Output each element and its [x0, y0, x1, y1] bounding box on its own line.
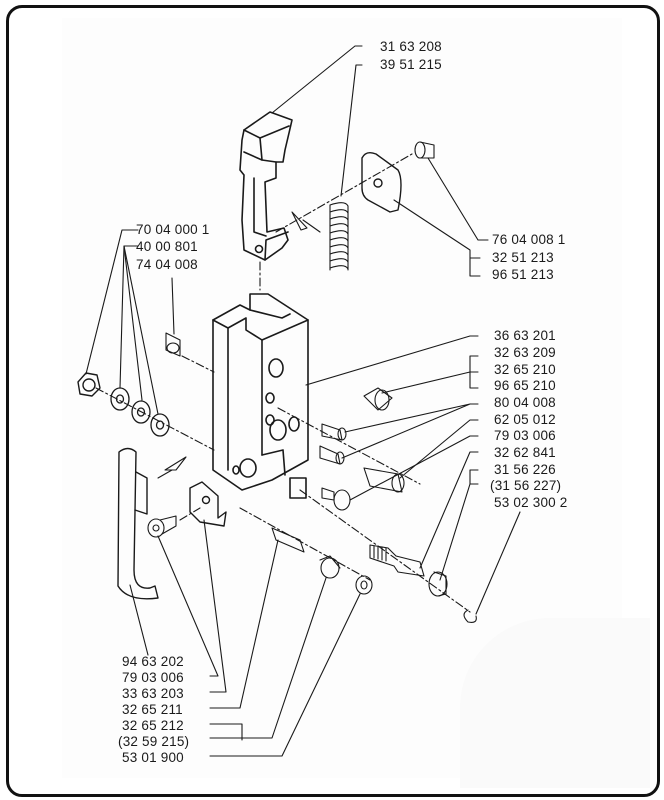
part-label: 32 65 211: [122, 702, 183, 717]
part-label: 79 03 006: [494, 428, 556, 443]
part-label: 33 63 203: [122, 686, 184, 701]
part-label: 76 04 008 1: [492, 232, 566, 247]
stepped-pin: [271, 527, 305, 553]
threaded-shaft: [369, 544, 425, 577]
leader-lines-upper-left: [85, 229, 175, 415]
part-label: 94 63 202: [122, 654, 184, 669]
clip: [463, 609, 477, 623]
axis-lines-left: [95, 355, 215, 451]
sheet-shadow: [460, 618, 650, 788]
spring-plate: [361, 151, 402, 213]
part-label: 53 01 900: [122, 750, 184, 765]
arrow-left: [157, 456, 187, 479]
retaining-ring: [355, 575, 373, 595]
part-label: 62 05 012: [494, 412, 556, 427]
l-rod: [117, 447, 159, 600]
part-label: 80 04 008: [494, 395, 556, 410]
nut: [77, 372, 101, 397]
bushing: [319, 555, 341, 579]
part-label: 32 63 209: [494, 345, 556, 360]
leader-lines-bottom: [129, 519, 361, 757]
part-label: 40 00 801: [136, 239, 198, 254]
part-label: 39 51 215: [380, 57, 442, 72]
washers: [110, 387, 170, 437]
top-screw: [414, 141, 435, 159]
part-label: 32 65 212: [122, 718, 184, 733]
part-label: 32 62 841: [494, 445, 556, 460]
socket-screw-left: [147, 515, 177, 538]
leader-lines-upper-right: [393, 157, 489, 277]
main-block: [212, 293, 309, 499]
part-label: 31 56 226: [494, 462, 556, 477]
part-label: 70 04 000 1: [136, 222, 210, 237]
part-label: 32 65 210: [494, 362, 556, 377]
latch-part: [239, 111, 293, 261]
part-label: 32 51 213: [492, 250, 554, 265]
part-label: 96 65 210: [494, 378, 556, 393]
bracket: [189, 481, 227, 527]
part-label: (32 59 215): [118, 734, 190, 749]
spring: [329, 202, 349, 271]
part-label: 74 04 008: [136, 257, 198, 272]
axis-lines-top: [259, 153, 413, 291]
axis-lines-lower: [179, 407, 471, 613]
leader-lines-right: [305, 335, 521, 615]
dowel-pin: [165, 332, 181, 357]
part-label: 53 02 300 2: [494, 495, 568, 510]
knob: [428, 571, 448, 597]
part-label: 79 03 006: [122, 670, 184, 685]
part-label: (31 56 227): [490, 478, 562, 493]
part-label: 96 51 213: [492, 267, 554, 282]
leader-lines-top: [271, 45, 363, 197]
part-label: 31 63 208: [380, 39, 442, 54]
part-label: 36 63 201: [494, 328, 556, 343]
arrow-top: [291, 211, 321, 233]
